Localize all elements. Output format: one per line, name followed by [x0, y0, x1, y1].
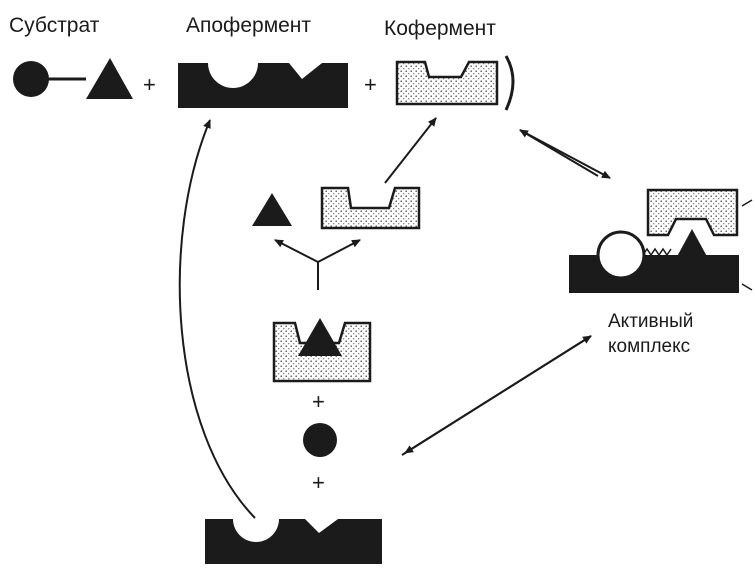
plus-3: + — [312, 389, 325, 414]
substrate-triangle — [86, 58, 133, 99]
bracket — [504, 55, 515, 111]
reaction-arrows — [178, 117, 611, 519]
apoenzyme-bottom — [205, 519, 382, 564]
split-arrows — [274, 239, 361, 290]
free-triangle — [252, 193, 292, 226]
substrate-circle — [13, 61, 49, 97]
plus-1: + — [143, 72, 156, 97]
apoenzyme-label: Апофермент — [186, 14, 312, 37]
coenzyme-triangle-complex — [272, 318, 372, 383]
coenzyme-top — [395, 60, 499, 106]
plus-4: + — [312, 470, 325, 495]
plus-2: + — [364, 72, 377, 97]
coenzyme-mid — [320, 186, 421, 230]
substrate-molecule — [13, 58, 133, 99]
apoenzyme-top — [178, 63, 348, 108]
active-complex-label-line2: комплекс — [608, 336, 691, 357]
free-circle — [303, 423, 337, 457]
active-complex-label-line1: Активный — [608, 311, 694, 332]
coenzyme-label: Кофермент — [384, 17, 496, 40]
active-complex — [569, 188, 753, 293]
substrate-label: Субстрат — [9, 14, 100, 37]
